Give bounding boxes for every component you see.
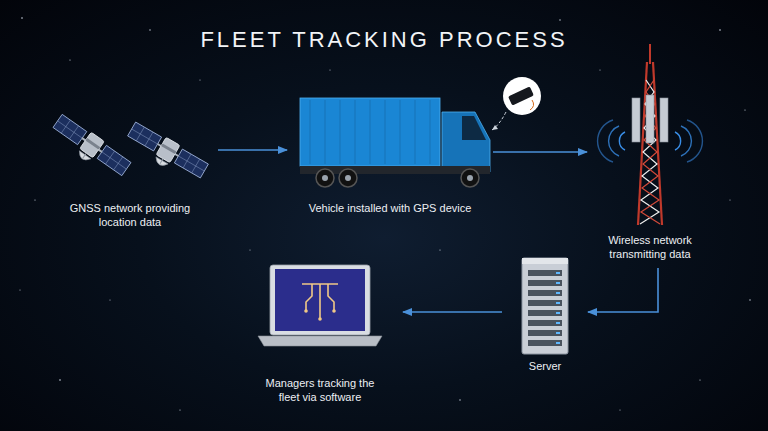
- laptop-icon: [258, 265, 382, 346]
- icon-node: GNSS network providing location data: [45, 112, 215, 233]
- node-caption: Wireless network transmitting data: [595, 233, 705, 261]
- flow-arrow: [588, 268, 658, 312]
- icon-node: Vehicle installed with GPS device: [290, 90, 490, 219]
- truck-cab: [442, 112, 490, 172]
- gps-device-callout: [492, 77, 541, 130]
- node-caption: Server: [505, 359, 585, 373]
- star-field: [20, 17, 751, 410]
- cell-tower-icon: [598, 44, 703, 225]
- windshield: [462, 116, 486, 140]
- server-icon: [522, 258, 568, 354]
- flow-arrow: [218, 149, 287, 151]
- icon-node: Managers tracking the fleet via software: [240, 262, 400, 408]
- callout-circle: [503, 77, 541, 115]
- node-caption: Vehicle installed with GPS device: [295, 201, 485, 215]
- truck-container: [300, 98, 440, 166]
- dashed-pointer: [492, 112, 506, 130]
- node-caption: GNSS network providing location data: [60, 201, 200, 229]
- icon-node: Server: [505, 250, 585, 377]
- gps-device: [508, 86, 534, 105]
- satellite: [48, 113, 132, 183]
- flow-arrow: [403, 311, 502, 313]
- flow-arrow: [493, 151, 587, 153]
- truck-icon: [300, 98, 490, 187]
- signal-waves: [598, 120, 703, 162]
- antenna-panels: [632, 95, 668, 143]
- software-logo: [302, 284, 338, 318]
- satellite-icons: [48, 113, 210, 186]
- satellite: [123, 120, 209, 185]
- node-caption: Managers tracking the fleet via software: [258, 376, 383, 404]
- wheels: [316, 169, 479, 187]
- diagram-title: FLEET TRACKING PROCESS: [0, 26, 768, 54]
- icon-node: Wireless network transmitting data: [590, 58, 710, 265]
